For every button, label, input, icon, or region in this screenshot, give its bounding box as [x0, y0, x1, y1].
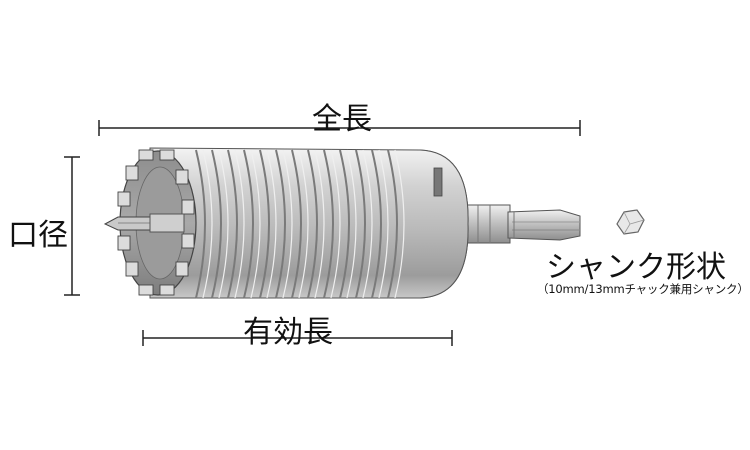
diameter-dimension: [64, 156, 80, 296]
hexagon-icon: [616, 209, 645, 235]
diameter-label: 口径: [8, 218, 68, 253]
shank-note: （10mm/13mmチャック兼用シャンク）: [537, 282, 749, 296]
effective-length-label: 有効長: [243, 315, 333, 350]
total-length-label: 全長: [312, 102, 372, 137]
effective-length-dimension: [142, 330, 453, 346]
total-length-dimension: [98, 120, 581, 136]
shank-shape-label: シャンク形状: [546, 250, 726, 285]
core-drill-icon: [103, 147, 581, 299]
